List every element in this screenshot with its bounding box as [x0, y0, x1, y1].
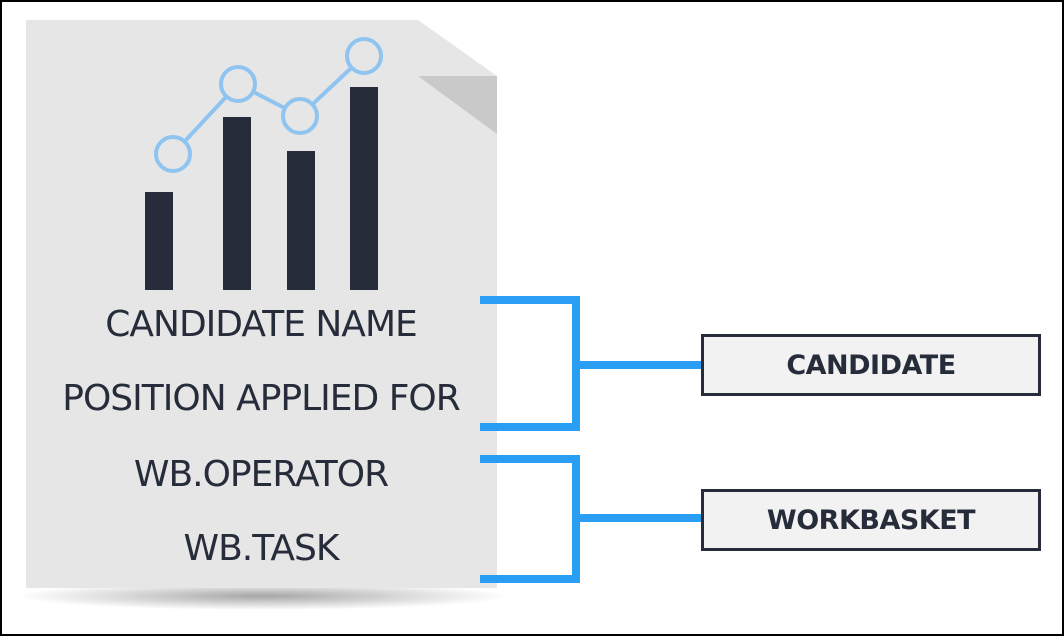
chart-bar-4 — [350, 87, 378, 290]
chart-point-2 — [219, 65, 257, 103]
chart-point-3 — [281, 97, 319, 135]
workbasket-bracket — [480, 455, 702, 583]
candidate-box: CANDIDATE — [701, 334, 1041, 396]
chart-point-4 — [345, 37, 383, 75]
chart-point-1 — [154, 135, 192, 173]
document-icon — [17, 20, 507, 610]
candidate-bracket — [480, 296, 702, 431]
field-wb-task: WB.TASK — [183, 528, 339, 569]
field-position-applied-for: POSITION APPLIED FOR — [62, 378, 461, 419]
field-candidate-name: CANDIDATE NAME — [105, 304, 418, 345]
chart-bar-2 — [223, 117, 251, 290]
chart-bar-3 — [287, 151, 315, 290]
workbasket-box: WORKBASKET — [701, 489, 1041, 551]
field-wb-operator: WB.OPERATOR — [133, 454, 389, 495]
chart-bar-1 — [145, 192, 173, 290]
chart-icon — [145, 37, 383, 290]
chart-trend-line — [171, 54, 366, 156]
